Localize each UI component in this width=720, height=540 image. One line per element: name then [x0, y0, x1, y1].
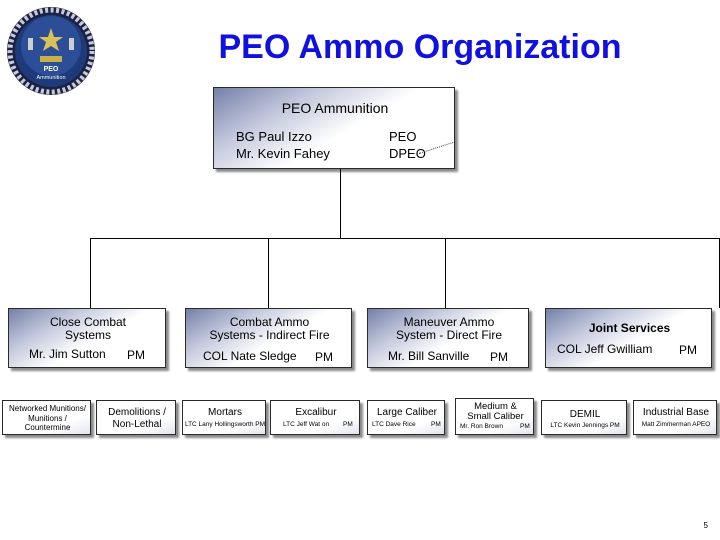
peo-ammunition-title: PEO Ammunition: [281, 100, 389, 116]
sub-networked-munitions-line3: Countermine: [24, 423, 71, 432]
sub-demolitions-line2: Non-Lethal: [112, 419, 162, 430]
pm-close-combat-person: Mr. Jim Sutton: [29, 347, 106, 361]
peo-ammunition-box: PEO Ammunition BG Paul Izzo Mr. Kevin Fa…: [213, 87, 455, 169]
pm-close-combat-role: PM: [127, 348, 145, 362]
pm-combat-ammo-title2: Systems - Indirect Fire: [209, 328, 330, 342]
pm-close-combat-box: Close Combat Systems Mr. Jim Sutton PM: [8, 308, 166, 368]
seal-text-line2: Ammunition: [36, 75, 65, 81]
connector-horizontal: [90, 238, 719, 239]
seal-text-line1: PEO: [44, 66, 59, 73]
pm-maneuver-ammo-title1: Maneuver Ammo: [403, 315, 495, 329]
sub-demil-person: LTC Kevin Jennings PM: [550, 422, 620, 429]
sub-medium-small-caliber-line2: Small Caliber: [467, 411, 524, 422]
sub-excalibur-person: LTC Jeff Wat on: [283, 421, 330, 428]
sub-excalibur-title: Excalibur: [295, 407, 337, 418]
dpeo-role: DPEO: [389, 146, 426, 161]
connector-top-vertical: [340, 169, 341, 238]
sub-large-caliber-role: PM: [431, 421, 441, 428]
sub-industrial-base-box: Industrial Base Matt Zimmerman APEO: [633, 400, 717, 435]
dpeo-name: Mr. Kevin Fahey: [236, 146, 330, 161]
sub-demolitions-box: Demolitions / Non-Lethal: [96, 400, 176, 435]
pm-joint-services-role: PM: [679, 343, 697, 357]
pm-close-combat-title1: Close Combat: [49, 315, 127, 329]
sub-medium-small-caliber-box: Medium & Small Caliber Mr. Ron Brown PM: [455, 398, 534, 435]
pm-maneuver-ammo-title2: System - Direct Fire: [395, 328, 502, 342]
pm-combat-ammo-title1: Combat Ammo: [229, 315, 310, 329]
pm-joint-services-box: Joint Services COL Jeff Gwilliam PM: [545, 308, 712, 368]
page-number: 5: [703, 521, 708, 530]
pm-maneuver-ammo-box: Maneuver Ammo System - Direct Fire Mr. B…: [367, 308, 529, 368]
pm-close-combat-title2: Systems: [64, 328, 111, 342]
sub-demil-box: DEMIL LTC Kevin Jennings PM: [541, 400, 627, 435]
pm-joint-services-title: Joint Services: [588, 321, 671, 335]
sub-medium-small-caliber-person: Mr. Ron Brown: [460, 423, 503, 430]
sub-demolitions-line1: Demolitions /: [108, 407, 166, 418]
sub-networked-munitions-line2: Munitions /: [28, 414, 67, 423]
pm-combat-ammo-person: COL Nate Sledge: [203, 349, 297, 363]
pm-maneuver-ammo-role: PM: [490, 350, 508, 364]
connector-pm1: [90, 238, 91, 308]
connector-pm2: [268, 238, 269, 308]
sub-networked-munitions-line1: Networked Munitions/: [9, 404, 86, 413]
sub-mortars-box: Mortars LTC Lany Hollingsworth PM: [182, 400, 266, 435]
sub-excalibur-box: Excalibur LTC Jeff Wat on PM: [270, 400, 360, 435]
connector-pm3: [445, 238, 446, 308]
page-title: PEO Ammo Organization: [218, 28, 622, 66]
sub-mortars-person: LTC Lany Hollingsworth PM: [184, 421, 266, 428]
sub-mortars-title: Mortars: [208, 407, 242, 418]
sub-networked-munitions-box: Networked Munitions/ Munitions / Counter…: [2, 400, 91, 435]
pm-maneuver-ammo-person: Mr. Bill Sanville: [388, 349, 470, 363]
sub-large-caliber-person: LTC Dave Rice: [372, 421, 416, 428]
pm-combat-ammo-box: Combat Ammo Systems - Indirect Fire COL …: [185, 308, 352, 368]
sub-demil-title: DEMIL: [569, 409, 601, 420]
sub-large-caliber-title: Large Caliber: [376, 407, 438, 418]
pm-joint-services-person: COL Jeff Gwilliam: [557, 342, 653, 356]
sub-large-caliber-box: Large Caliber LTC Dave Rice PM: [367, 400, 445, 435]
pm-combat-ammo-role: PM: [315, 350, 333, 364]
peo-role: PEO: [389, 129, 417, 144]
sub-industrial-base-person: Matt Zimmerman APEO: [641, 421, 711, 428]
peo-name: BG Paul Izzo: [236, 129, 312, 144]
sub-medium-small-caliber-line1: Medium &: [474, 401, 517, 412]
peo-ammo-seal-icon: PEO Ammunition: [7, 7, 95, 95]
sub-medium-small-caliber-role: PM: [520, 423, 530, 430]
sub-industrial-base-title: Industrial Base: [642, 407, 710, 418]
sub-excalibur-role: PM: [343, 421, 353, 428]
